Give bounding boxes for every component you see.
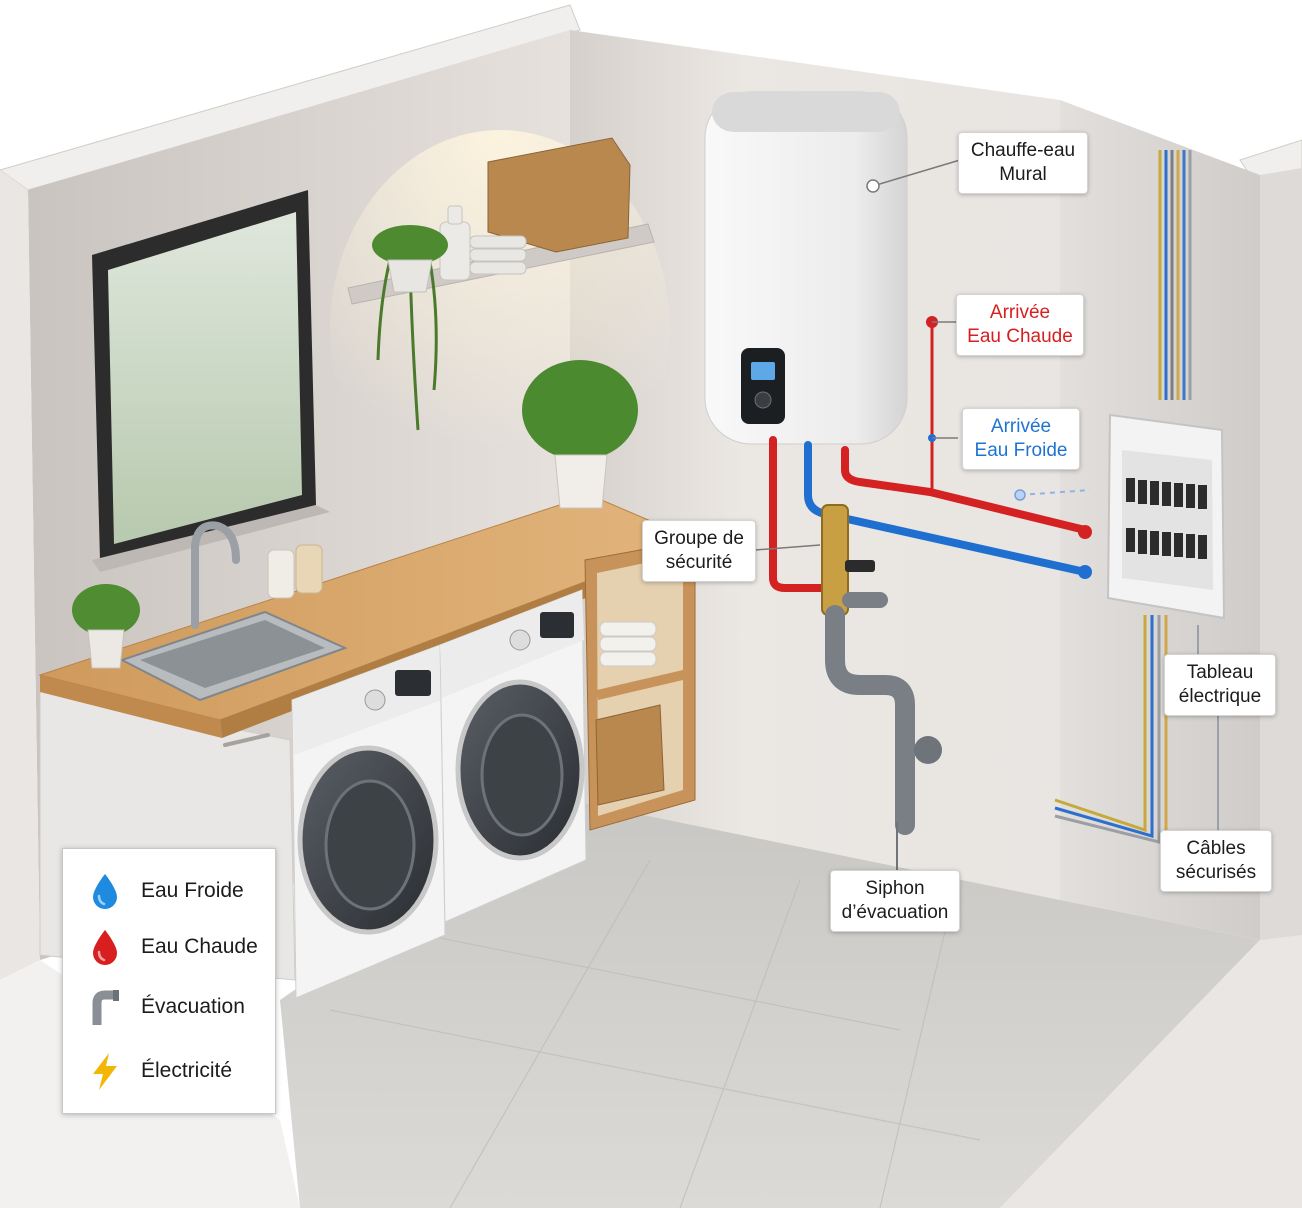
callout-leaders xyxy=(754,159,1026,551)
water-drop-red-icon xyxy=(93,930,117,965)
cable-dashed-route xyxy=(1019,489,1091,496)
left-wall-top-edge xyxy=(0,4,581,191)
lightning-icon xyxy=(93,1053,117,1090)
callout-hot-inlet-line2: Eau Chaude xyxy=(967,326,1073,347)
hot-water-endpoint xyxy=(1078,525,1092,539)
hot-water-supply-pipe xyxy=(841,446,1089,534)
callout-cold-inlet-line2: Eau Froide xyxy=(974,440,1068,461)
washing-machine-2 xyxy=(439,589,587,923)
legend-item-electricity: Électricité xyxy=(85,1051,275,1091)
electric-panel-inner xyxy=(1122,450,1213,590)
callout-siphon: Siphon d’évacuation xyxy=(830,870,960,932)
callout-safety-group-line1: Groupe de xyxy=(654,528,744,549)
callout-cables-line2: sécurisés xyxy=(1175,862,1257,883)
electric-installation xyxy=(1019,150,1226,848)
callout-cold-inlet: Arrivée Eau Froide xyxy=(962,408,1080,470)
potted-plant-counter xyxy=(522,360,638,509)
window-sill xyxy=(92,505,330,572)
callout-hot-inlet-line1: Arrivée xyxy=(989,302,1051,323)
basket-cabinet xyxy=(595,704,665,806)
circuit-breakers-row-2 xyxy=(1126,528,1207,559)
callout-water-heater-line1: Chauffe-eau xyxy=(970,140,1076,161)
drain-pipe xyxy=(825,605,915,835)
legend-item-hot-water: Eau Chaude xyxy=(85,927,275,967)
sink-inner xyxy=(140,620,325,688)
hanging-plant xyxy=(372,225,448,431)
hot-water-pipe xyxy=(769,436,834,592)
callout-cables-line1: Câbles xyxy=(1186,838,1246,859)
drain-wall-connector xyxy=(914,736,942,764)
towel-stack-shelf xyxy=(469,235,527,275)
callout-panel-line2: électrique xyxy=(1178,686,1262,707)
callout-water-heater: Chauffe-eau Mural xyxy=(958,132,1088,194)
water-heater xyxy=(704,91,908,445)
water-heater-screen xyxy=(751,362,775,380)
callout-water-heater-line2: Mural xyxy=(999,164,1047,185)
legend-item-cold-water: Eau Froide xyxy=(85,871,275,911)
water-heater-top-cap xyxy=(712,92,900,132)
callout-hot-inlet: Arrivée Eau Chaude xyxy=(956,294,1084,356)
callout-siphon-line1: Siphon xyxy=(865,878,925,899)
cable-bundle-vertical xyxy=(1054,150,1192,848)
callout-panel: Tableau électrique xyxy=(1164,654,1276,716)
legend-label-cold-water: Eau Froide xyxy=(141,879,244,902)
basket-top-shelf xyxy=(487,137,631,253)
cold-water-endpoint xyxy=(1078,565,1092,579)
wall-shelf xyxy=(347,137,655,431)
cabinet-handle xyxy=(223,733,270,747)
legend-item-drain: Évacuation xyxy=(85,987,275,1027)
soap-bottles xyxy=(267,544,323,599)
floor-tile-lines xyxy=(329,859,981,1208)
towel-stack-cabinet xyxy=(599,621,657,667)
washing-machine-1 xyxy=(291,644,446,999)
front-floor-wall-cut xyxy=(1000,935,1302,1208)
window xyxy=(92,190,330,572)
small-potted-plant xyxy=(72,584,140,669)
bottles-shelf xyxy=(439,205,471,281)
callout-safety-group: Groupe de sécurité xyxy=(642,520,756,582)
countertop-edge xyxy=(40,675,222,738)
drain-pipe-icon xyxy=(92,990,119,1025)
faucet xyxy=(191,521,240,629)
window-glass xyxy=(108,212,302,544)
callout-siphon-line2: d’évacuation xyxy=(841,902,949,923)
front-left-wall-cut xyxy=(0,170,40,980)
circuit-breakers-row-1 xyxy=(1126,478,1207,509)
callout-cold-inlet-line1: Arrivée xyxy=(990,416,1052,437)
legend-label-hot-water: Eau Chaude xyxy=(141,935,258,958)
legend-label-drain: Évacuation xyxy=(141,995,245,1018)
water-heater-knob xyxy=(754,391,772,409)
callout-panel-line1: Tableau xyxy=(1186,662,1254,683)
callout-safety-group-line2: sécurité xyxy=(665,552,733,573)
water-heater-body xyxy=(704,91,908,445)
plumbing xyxy=(769,316,1092,873)
legend: Eau Froide Eau Chaude Évacuation Électri… xyxy=(62,848,276,1114)
water-heater-display-panel xyxy=(741,348,785,424)
callout-cables: Câbles sécurisés xyxy=(1160,830,1272,892)
safety-group-handle xyxy=(845,560,875,572)
water-drop-blue-icon xyxy=(93,874,117,909)
open-shelf-divider xyxy=(597,670,683,700)
legend-label-electricity: Électricité xyxy=(141,1059,233,1082)
